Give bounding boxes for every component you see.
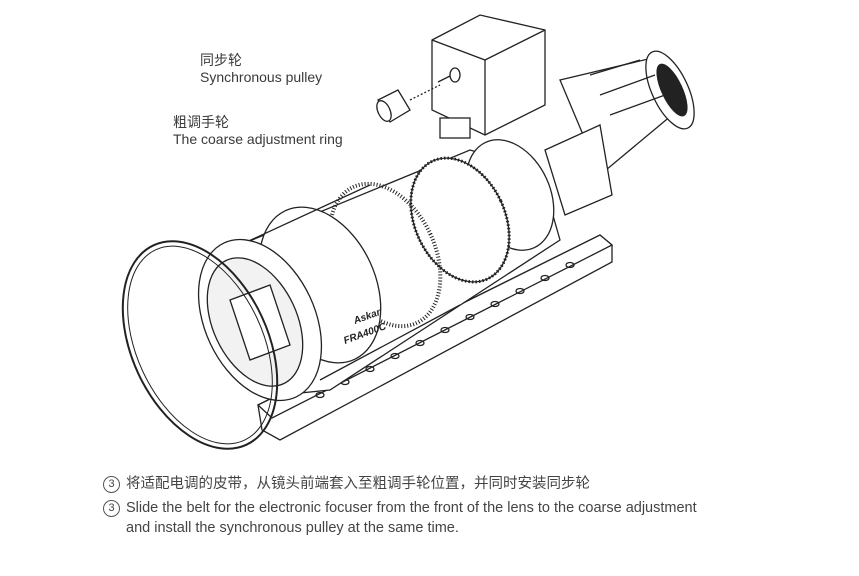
front-lens [197,238,323,402]
callout-cn: 粗调手轮 [173,114,229,130]
rear-focuser [544,50,695,216]
step-number: 3 [103,500,120,517]
callout-synchronous-pulley: 同步轮 Synchronous pulley [200,52,322,86]
callout-en: The coarse adjustment ring [173,131,343,147]
instruction-cn: 3 将适配电调的皮带，从镜头前端套入至粗调手轮位置，并同时安装同步轮 [103,474,590,494]
synchronous-pulley [376,84,441,123]
instruction-en: 3 Slide the belt for the electronic focus… [103,498,697,538]
instruction-en-line1: Slide the belt for the electronic focuse… [126,500,697,516]
step-number: 3 [103,476,120,493]
callout-coarse-ring: 粗调手轮 The coarse adjustment ring [173,114,343,148]
instruction-en-line2: and install the synchronous pulley at th… [126,520,459,536]
belt [121,240,279,450]
callout-en: Synchronous pulley [200,69,323,85]
callout-cn: 同步轮 [200,52,242,68]
instruction-cn-text: 将适配电调的皮带，从镜头前端套入至粗调手轮位置，并同时安装同步轮 [126,476,590,492]
focuser-motor-box [431,14,546,139]
